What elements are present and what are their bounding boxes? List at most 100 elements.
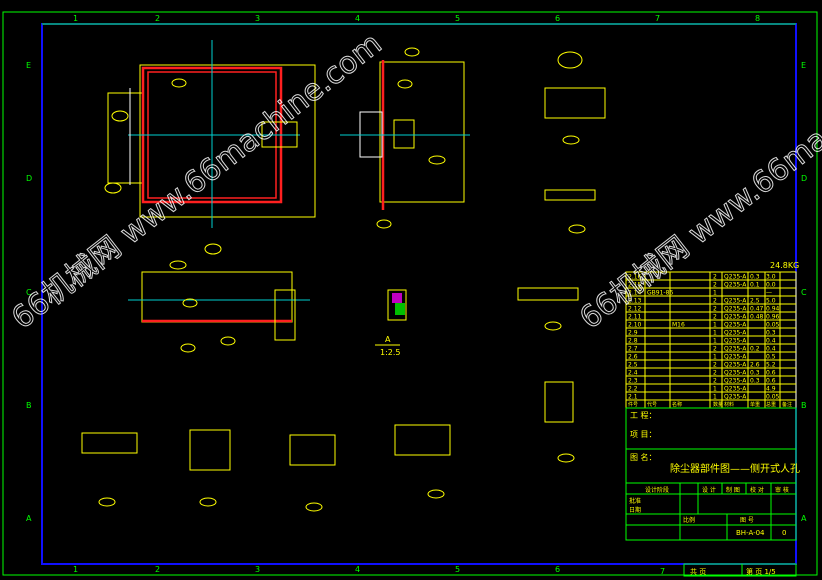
review-label: 审 核 — [775, 486, 789, 494]
table-cell-material: Q235-A — [724, 338, 747, 345]
table-cell-unit: 0.3 — [750, 370, 760, 377]
table-cell-unit: 0.48 — [750, 314, 764, 321]
table-cell-total: 4.9 — [766, 386, 776, 393]
table-cell-total: — — [766, 290, 772, 297]
section-scale: 1:2.5 — [380, 348, 401, 357]
table-header: 名称 — [672, 401, 682, 408]
table-cell-qty: 2 — [713, 370, 717, 377]
table-header: 备注 — [782, 401, 792, 408]
col-label: 4 — [355, 565, 360, 574]
col-label: 2 — [155, 14, 160, 23]
col-label: 6 — [555, 14, 560, 23]
row-label: A — [26, 514, 32, 523]
col-label: 1 — [73, 14, 78, 23]
col-label: 7 — [655, 14, 660, 23]
table-header: 总重 — [766, 401, 776, 408]
row-label: D — [801, 174, 807, 183]
table-cell-no: 2.6 — [628, 354, 638, 361]
table-cell-unit: 0.1 — [750, 282, 760, 289]
scale-label: 比例 — [683, 516, 695, 524]
table-header: 数量 — [713, 401, 723, 408]
col-label: 6 — [555, 565, 560, 574]
table-cell-qty: 2 — [713, 362, 717, 369]
check-label: 校 对 — [750, 486, 764, 494]
table-cell-qty: 2 — [713, 282, 717, 289]
table-cell-no: 2.4 — [628, 370, 638, 377]
table-header: 件号 — [628, 401, 638, 408]
table-cell-total: 0.4 — [766, 338, 776, 345]
col-label: 4 — [355, 14, 360, 23]
table-cell-no: 2.1 — [628, 394, 638, 401]
outer-frame — [2, 11, 818, 576]
table-cell-qty: 2 — [713, 378, 717, 385]
top-view — [128, 260, 310, 353]
title-block: 工 程： 项 目： 图 名： 除尘器部件图——侧开式人孔 设计阶段 设 计 制 … — [625, 407, 800, 541]
row-label: C — [26, 288, 32, 297]
approve-label: 批准 — [629, 497, 641, 505]
col-label: 5 — [455, 565, 460, 574]
table-cell-no: 2.7 — [628, 346, 638, 353]
drawing-number: BH-A-04 — [736, 529, 765, 537]
row-label: B — [26, 401, 32, 410]
row-label: D — [26, 174, 32, 183]
table-cell-material: Q235-A — [724, 322, 747, 329]
sheet-of: 第 页 1/5 — [746, 567, 776, 576]
table-cell-no: 2.15 — [628, 282, 642, 289]
table-cell-total: 0.3 — [766, 330, 776, 337]
table-cell-qty: 2 — [713, 346, 717, 353]
table-cell-material: Q235-A — [724, 330, 747, 337]
table-cell-material: Q235-A — [724, 346, 747, 353]
table-cell-unit: 0.3 — [750, 378, 760, 385]
total-sheets: 共 页 — [690, 567, 706, 576]
table-cell-qty: 2 — [713, 306, 717, 313]
col-label: 3 — [255, 565, 260, 574]
table-cell-material: Q235-A — [724, 306, 747, 313]
table-cell-unit: 2.5 — [750, 298, 760, 305]
table-cell-qty: 1 — [713, 386, 717, 393]
item-label: 项 目： — [630, 430, 657, 439]
table-cell-code: GB91-86 — [647, 290, 673, 297]
table-cell-material: Q235-A — [724, 274, 747, 281]
table-cell-qty: 1 — [713, 290, 717, 297]
sheet-label: 图 号 — [740, 517, 754, 524]
row-label: C — [801, 288, 807, 297]
revision: 0 — [782, 529, 786, 537]
row-label: E — [801, 61, 806, 70]
table-cell-qty: 1 — [713, 354, 717, 361]
watermark: 66机械网 www.66machine.com — [5, 26, 388, 336]
table-cell-total: 0.6 — [766, 378, 776, 385]
sheet-number: 7 — [660, 567, 665, 576]
project-label: 工 程： — [630, 411, 657, 420]
row-label: E — [26, 61, 31, 70]
table-cell-no: 2.3 — [628, 378, 638, 385]
table-cell-unit: 0.47 — [750, 306, 764, 313]
watermark: 66机械网 www.66machine — [573, 72, 822, 337]
table-cell-total: 0.4 — [766, 346, 776, 353]
drawing-title: 除尘器部件图——侧开式人孔 — [670, 462, 800, 475]
table-cell-total: 3.0 — [766, 274, 776, 281]
col-label: 5 — [455, 14, 460, 23]
draw-label: 制 图 — [726, 486, 740, 494]
col-label: 2 — [155, 565, 160, 574]
table-cell-no: 2.10 — [628, 322, 642, 329]
section-label: A — [385, 335, 391, 344]
table-cell-no: 2.2 — [628, 386, 638, 393]
table-cell-total: 0.94 — [766, 306, 780, 313]
table-cell-qty: 2 — [713, 274, 717, 281]
table-cell-material: Q235-A — [724, 370, 747, 377]
table-cell-no: 2.13 — [628, 298, 642, 305]
table-cell-qty: 1 — [713, 338, 717, 345]
table-cell-no: 2.5 — [628, 362, 638, 369]
col-label: 8 — [755, 14, 760, 23]
table-cell-total: 0.0 — [766, 282, 776, 289]
table-cell-qty: 1 — [713, 394, 717, 401]
table-cell-qty: 2 — [713, 314, 717, 321]
date-label: 日期 — [629, 506, 641, 514]
table-cell-total: 5.2 — [766, 362, 776, 369]
table-cell-no: 2.11 — [628, 314, 642, 321]
table-cell-unit: 0.2 — [750, 346, 760, 353]
design-label: 设 计 — [702, 486, 716, 494]
drawing-label: 图 名： — [630, 452, 657, 462]
